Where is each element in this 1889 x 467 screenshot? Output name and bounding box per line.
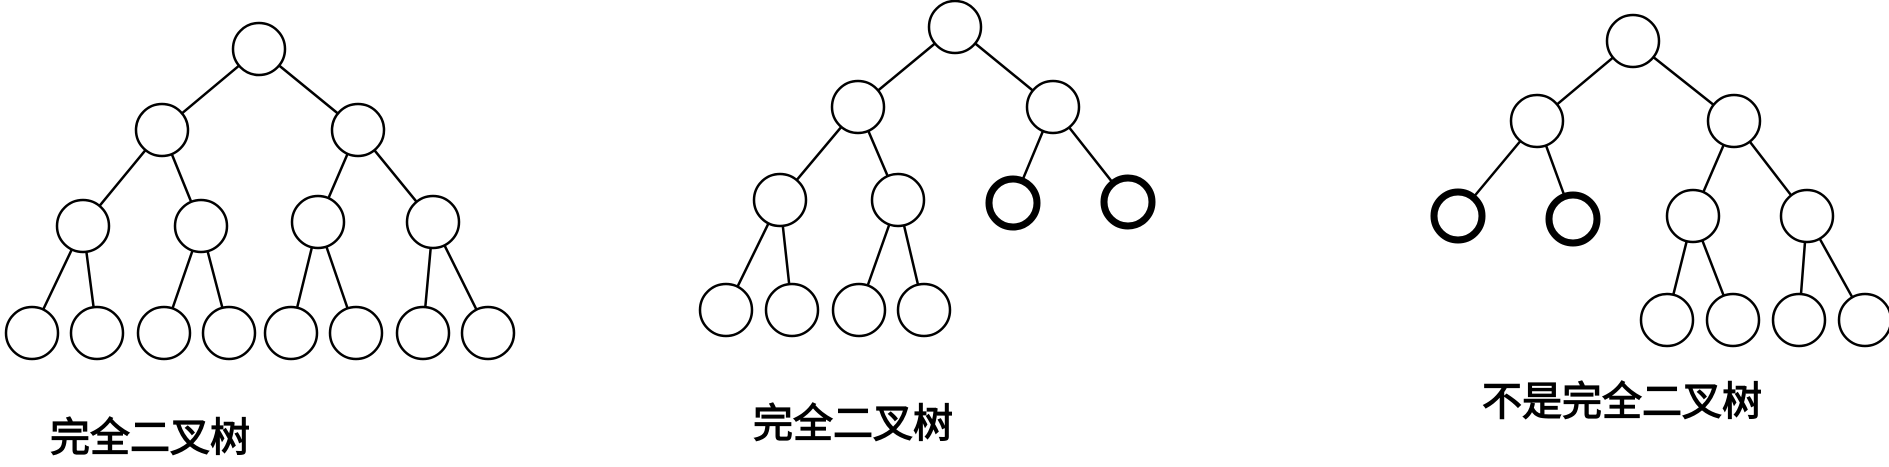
tree-3-node-left	[1509, 93, 1565, 149]
tree-2-edge-right-to-right-right	[1067, 126, 1115, 185]
tree-1-edge-right-right-to-right-right-left	[424, 246, 432, 309]
tree-1-node-right-right-left	[395, 305, 451, 361]
tree-2-node-left-left-right	[764, 282, 820, 338]
tree-3-node-left-right-highlighted	[1545, 191, 1601, 247]
tree-1-edge-right-to-right-right	[373, 148, 418, 204]
tree-3-node-left-left-highlighted	[1430, 188, 1486, 244]
binary-tree-3	[1430, 13, 1889, 348]
tree-2-edge-left-to-left-right	[867, 129, 889, 178]
tree-1-edge-root-to-left	[180, 64, 241, 115]
tree-3-node-right-right-left	[1771, 292, 1827, 348]
tree-2-node-root	[927, 0, 983, 55]
tree-2-edge-right-to-right-left	[1020, 129, 1045, 183]
tree-3-edge-right-to-right-right	[1748, 140, 1793, 197]
caption-not-complete-binary-tree: 不是完全二叉树	[1482, 379, 1762, 425]
tree-1-edge-root-to-right	[277, 64, 340, 115]
tree-1-edge-left-right-to-left-right-right	[206, 249, 224, 310]
binary-tree-1	[4, 21, 516, 361]
tree-2-edge-left-left-to-left-left-right	[781, 224, 791, 286]
tree-1-node-left	[134, 102, 190, 158]
binary-tree-2	[698, 0, 1156, 338]
tree-2-node-left-left-left	[698, 282, 754, 338]
tree-1-node-right-right-right	[460, 305, 516, 361]
tree-2-node-right	[1025, 79, 1081, 135]
tree-3-edge-right-right-to-right-right-right	[1818, 237, 1854, 299]
tree-2-edge-root-to-right	[973, 42, 1035, 92]
tree-2-node-right-right-highlighted	[1100, 174, 1156, 230]
tree-3-node-root	[1605, 13, 1661, 69]
tree-2-node-left-right-left	[831, 282, 887, 338]
tree-3-node-right-left	[1665, 188, 1721, 244]
tree-3-node-right-left-left	[1639, 292, 1695, 348]
tree-2-edge-left-to-left-left	[795, 125, 843, 182]
tree-3-edge-right-left-to-right-left-left	[1672, 239, 1688, 297]
tree-1-node-root	[231, 21, 287, 77]
tree-3-edge-right-left-to-right-left-right	[1701, 239, 1725, 297]
tree-1-node-left-right	[173, 198, 229, 254]
tree-1-edge-left-to-left-left	[98, 148, 147, 208]
tree-2-edge-left-left-to-left-left-left	[736, 222, 770, 288]
tree-1-node-left-left-left	[4, 305, 60, 361]
tree-3-edge-left-to-left-left	[1472, 139, 1522, 199]
caption-complete-binary-tree-2: 完全二叉树	[753, 401, 953, 447]
tree-2-edge-left-right-to-left-right-right	[902, 224, 920, 286]
tree-2-node-left-left	[752, 172, 808, 228]
tree-2-node-left-right-right	[896, 282, 952, 338]
tree-3-edge-right-to-right-left	[1702, 143, 1725, 194]
tree-1-node-left-left	[55, 198, 111, 254]
tree-2-node-right-left-highlighted	[985, 175, 1041, 231]
tree-3-node-right-right	[1779, 188, 1835, 244]
tree-1-node-right-left-right	[328, 305, 384, 361]
tree-1-node-left-right-right	[201, 305, 257, 361]
tree-3-edges	[1472, 55, 1854, 299]
tree-1-node-right-left	[290, 194, 346, 250]
tree-3-edge-root-to-left	[1555, 56, 1615, 106]
tree-1-node-right	[330, 102, 386, 158]
tree-1-edge-right-left-to-right-left-left	[295, 246, 314, 309]
tree-1-node-left-left-right	[69, 305, 125, 361]
tree-1-edge-right-left-to-right-left-right	[325, 245, 349, 310]
tree-3-edge-left-to-left-right	[1544, 144, 1566, 198]
caption-complete-binary-tree-1: 完全二叉树	[50, 415, 250, 461]
tree-1-edge-right-right-to-right-right-right	[443, 244, 478, 311]
tree-1-edge-left-to-left-right	[170, 152, 193, 204]
tree-2-node-left-right	[870, 172, 926, 228]
tree-1-node-left-right-left	[136, 305, 192, 361]
tree-2-edge-left-right-to-left-right-left	[866, 223, 891, 287]
tree-1-edge-left-right-to-left-right-left	[171, 249, 194, 310]
tree-2-edges	[736, 42, 1115, 288]
tree-3-node-right	[1706, 93, 1762, 149]
tree-2-edge-root-to-left	[876, 42, 937, 92]
tree-3-edge-right-right-to-right-right-left	[1799, 240, 1807, 296]
tree-1-node-right-left-left	[263, 305, 319, 361]
tree-1-edge-left-left-to-left-left-left	[41, 248, 74, 311]
tree-3-node-right-left-right	[1705, 292, 1761, 348]
tree-1-edge-left-left-to-left-left-right	[85, 250, 95, 309]
tree-3-node-right-right-right	[1837, 292, 1889, 348]
tree-1-node-right-right	[405, 194, 461, 250]
tree-1-edges	[41, 64, 478, 311]
tree-3-edge-root-to-right	[1652, 55, 1715, 107]
tree-2-node-left	[830, 79, 886, 135]
tree-1-edge-right-to-right-left	[327, 152, 349, 200]
